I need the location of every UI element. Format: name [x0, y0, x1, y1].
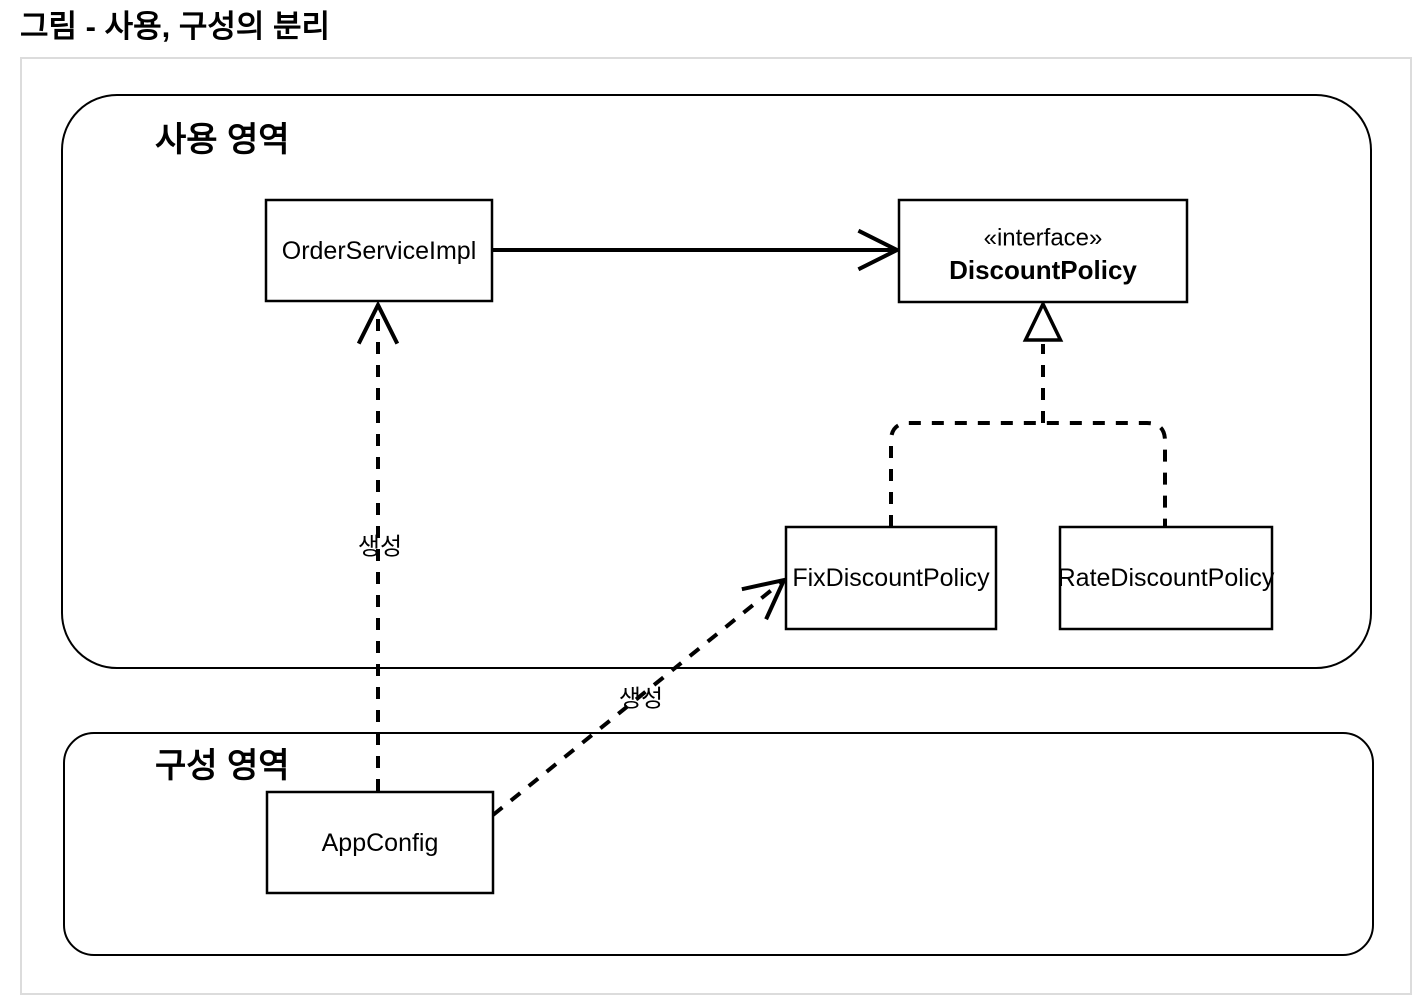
- node-discount-policy-label: DiscountPolicy: [949, 255, 1137, 285]
- node-order-service-impl: [264, 198, 494, 303]
- page-title: 그림 - 사용, 구성의 분리: [20, 9, 330, 44]
- edge-realization-branch: [889, 421, 1167, 527]
- node-rate-discount-policy: [1058, 525, 1274, 631]
- use-area-container: [61, 94, 1372, 669]
- node-discount-policy-stereotype: «interface»: [984, 225, 1103, 252]
- node-app-config: [265, 790, 495, 895]
- use-area-label: 사용 영역: [155, 121, 290, 159]
- edge-label-create-orderserviceimpl: 생성: [358, 534, 402, 561]
- config-area-container: [63, 732, 1374, 956]
- node-app-config-label: AppConfig: [322, 829, 439, 857]
- config-area-label: 구성 영역: [155, 747, 290, 785]
- node-rate-discount-policy-label: RateDiscountPolicy: [1058, 564, 1275, 592]
- edge-label-create-fixdiscountpolicy: 생성: [619, 686, 663, 713]
- node-fix-discount-policy: [784, 525, 998, 631]
- node-order-service-impl-label: OrderServiceImpl: [282, 237, 477, 265]
- realization-triangle-icon: [1022, 299, 1064, 342]
- node-discount-policy: [897, 198, 1189, 304]
- node-fix-discount-policy-label: FixDiscountPolicy: [792, 564, 990, 592]
- edge-appconfig-creates-fixdiscountpolicy: [491, 577, 788, 817]
